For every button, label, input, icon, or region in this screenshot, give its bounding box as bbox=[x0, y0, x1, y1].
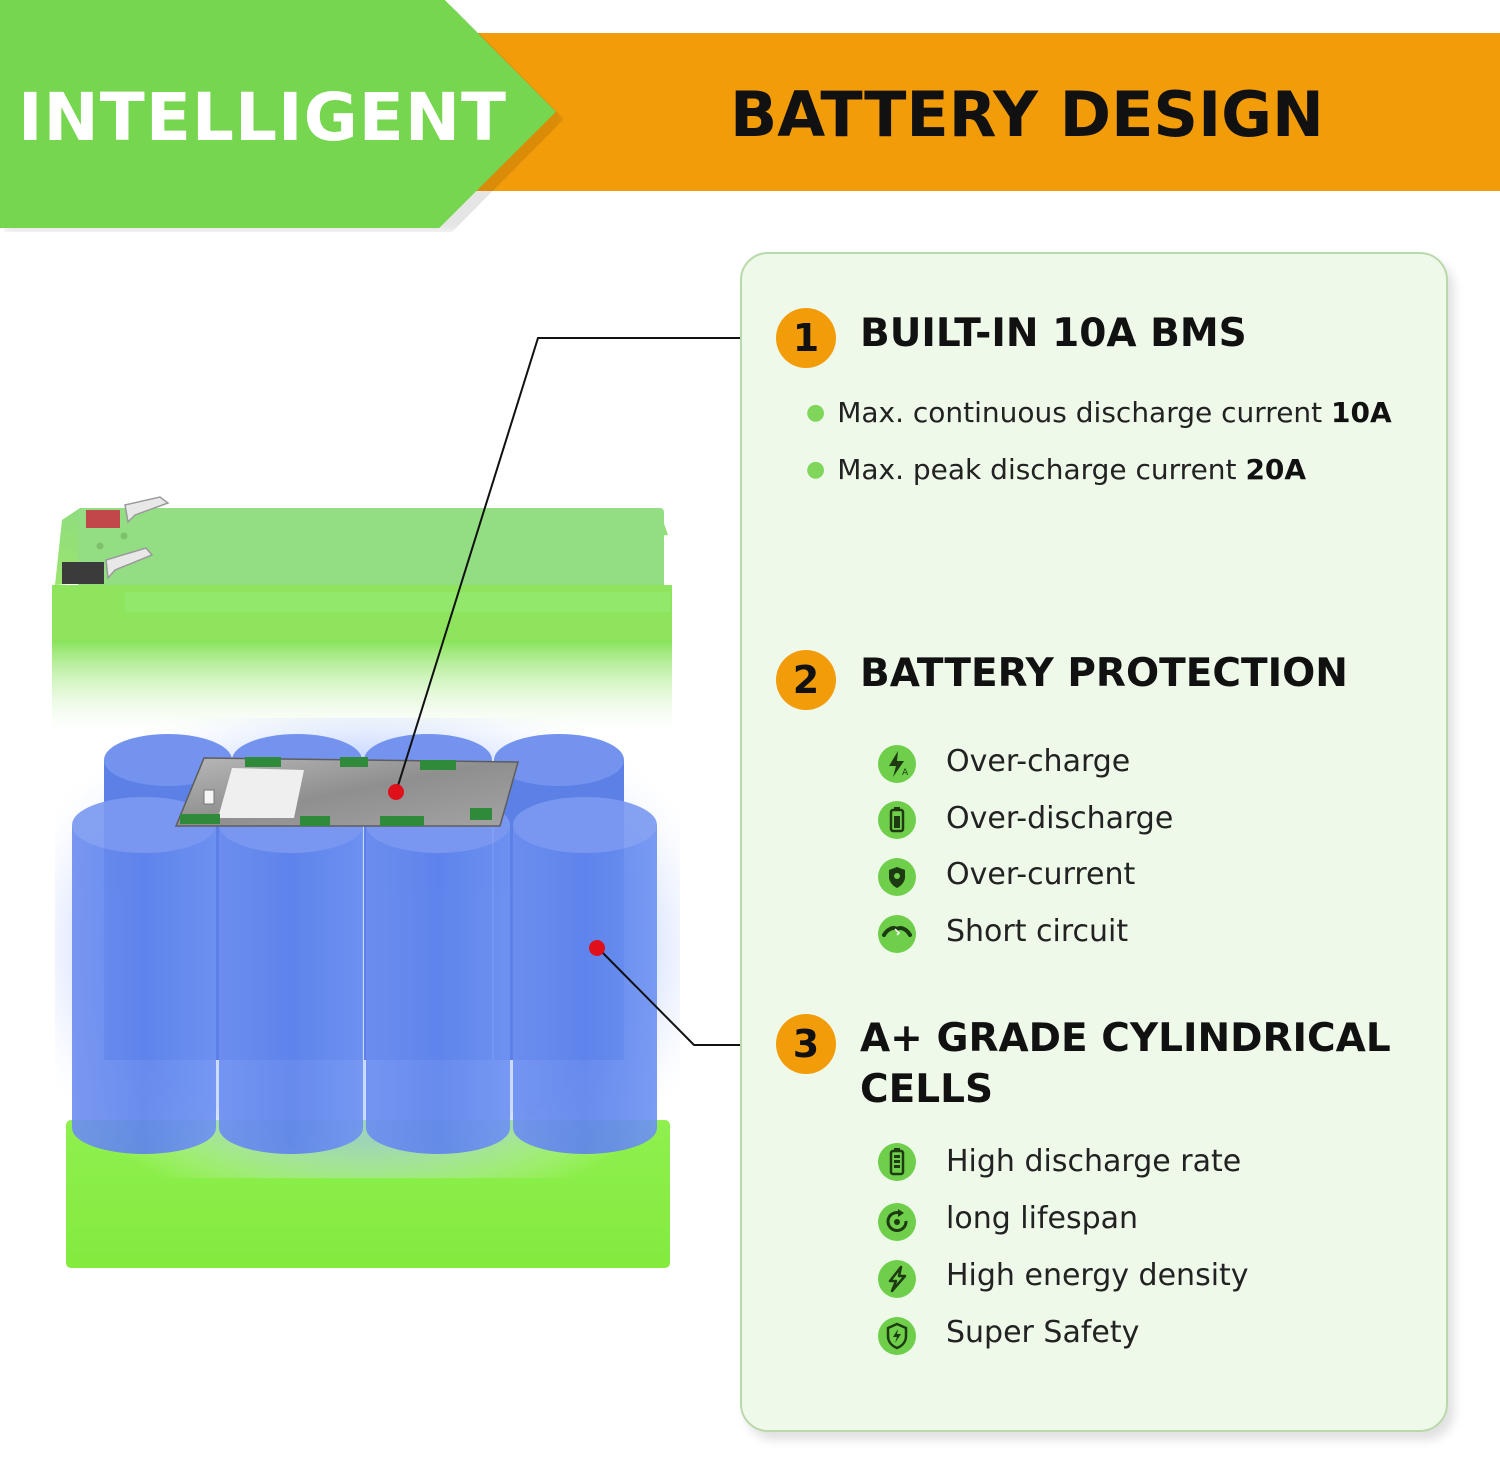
terminal-red bbox=[86, 510, 120, 528]
section-2-number-badge: 2 bbox=[776, 650, 836, 710]
protection-over-charge: Over-charge bbox=[946, 744, 1131, 779]
section-2-title: BATTERY PROTECTION bbox=[860, 651, 1348, 696]
section-1-title: BUILT-IN 10A BMS bbox=[860, 311, 1247, 356]
svg-text:A: A bbox=[902, 768, 909, 778]
terminal-clip-negative bbox=[105, 547, 154, 580]
banner-green-arrow bbox=[0, 0, 556, 228]
banner-orange-strip bbox=[430, 33, 1500, 191]
battery-graphic bbox=[52, 337, 740, 1268]
protection-over-discharge: Over-discharge bbox=[946, 801, 1174, 836]
cell-feature-long-lifespan: long lifespan bbox=[946, 1201, 1139, 1236]
bullet-value: 20A bbox=[1245, 453, 1307, 486]
safety-shield-icon bbox=[878, 1317, 916, 1355]
battery-lid-ridge bbox=[125, 592, 670, 612]
callout-line-cells bbox=[597, 947, 740, 1046]
banner-battery-design-text: BATTERY DESIGN bbox=[730, 78, 1324, 151]
battery-illustration bbox=[0, 0, 740, 1457]
protection-short-circuit: Short circuit bbox=[946, 914, 1129, 949]
terminal-black bbox=[62, 562, 104, 584]
bms-board bbox=[174, 757, 519, 827]
bms-bullet-continuous: ● Max. continuous discharge current 10A bbox=[806, 396, 1392, 429]
section-3-title-line-1: A+ GRADE CYLINDRICAL bbox=[860, 1016, 1391, 1061]
marker-bms bbox=[388, 784, 404, 800]
battery-icon bbox=[878, 801, 916, 839]
section-3-title-line-2: CELLS bbox=[860, 1067, 994, 1112]
cell-feature-high-discharge-rate: High discharge rate bbox=[946, 1144, 1242, 1179]
lid-dot-1 bbox=[120, 532, 128, 540]
cell-feature-super-safety: Super Safety bbox=[946, 1315, 1140, 1350]
battery-lid-top bbox=[78, 508, 664, 594]
cell-feature-high-energy-density: High energy density bbox=[946, 1258, 1249, 1293]
bullet-dot: ● bbox=[806, 457, 826, 482]
short-circuit-icon bbox=[878, 915, 916, 953]
energy-bolt-icon bbox=[878, 1260, 916, 1298]
bullet-dot: ● bbox=[806, 400, 826, 425]
bullet-text: Max. peak discharge current bbox=[837, 453, 1246, 486]
protection-over-current: Over-current bbox=[946, 857, 1136, 892]
bms-bullet-peak: ● Max. peak discharge current 20A bbox=[806, 453, 1306, 486]
shield-icon bbox=[878, 858, 916, 896]
marker-cells bbox=[589, 940, 605, 956]
banner-intelligent-text: INTELLIGENT bbox=[18, 79, 508, 156]
bullet-text: Max. continuous discharge current bbox=[837, 396, 1332, 429]
callout-line-bms bbox=[395, 337, 740, 793]
battery-full-icon bbox=[878, 1143, 916, 1181]
section-3-number-badge: 3 bbox=[776, 1014, 836, 1074]
lightning-charge-icon: A bbox=[878, 745, 916, 783]
section-1-number-badge: 1 bbox=[776, 308, 836, 368]
bullet-value: 10A bbox=[1331, 396, 1392, 429]
features-panel bbox=[740, 252, 1448, 1432]
lid-dot-2 bbox=[96, 542, 104, 550]
terminal-clip-positive bbox=[124, 496, 170, 524]
cycle-icon bbox=[878, 1203, 916, 1241]
